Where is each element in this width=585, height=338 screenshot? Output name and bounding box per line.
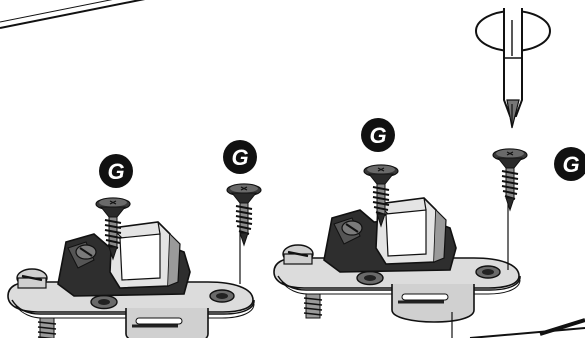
panel-edge-line-bottom [470,328,585,338]
step-badge-label: G [231,145,248,170]
step-badge-g-icon: G [361,118,395,152]
panel-edge-line-bottom-thick [540,320,585,334]
phillips-screwdriver-icon [476,8,550,128]
wood-screw-icon [493,149,527,210]
step-badge-g-icon: G [99,154,133,188]
step-badge-label: G [369,123,386,148]
step-badge-label: G [562,152,579,177]
step-badge-label: G [107,159,124,184]
wood-screw-icon [227,184,261,245]
hinge-mounting-plate-left-icon [8,222,254,338]
step-badge-g-icon: G [554,147,585,181]
step-badge-g-icon: G [223,140,257,174]
hinge-mounting-plate-right-icon [274,198,520,322]
